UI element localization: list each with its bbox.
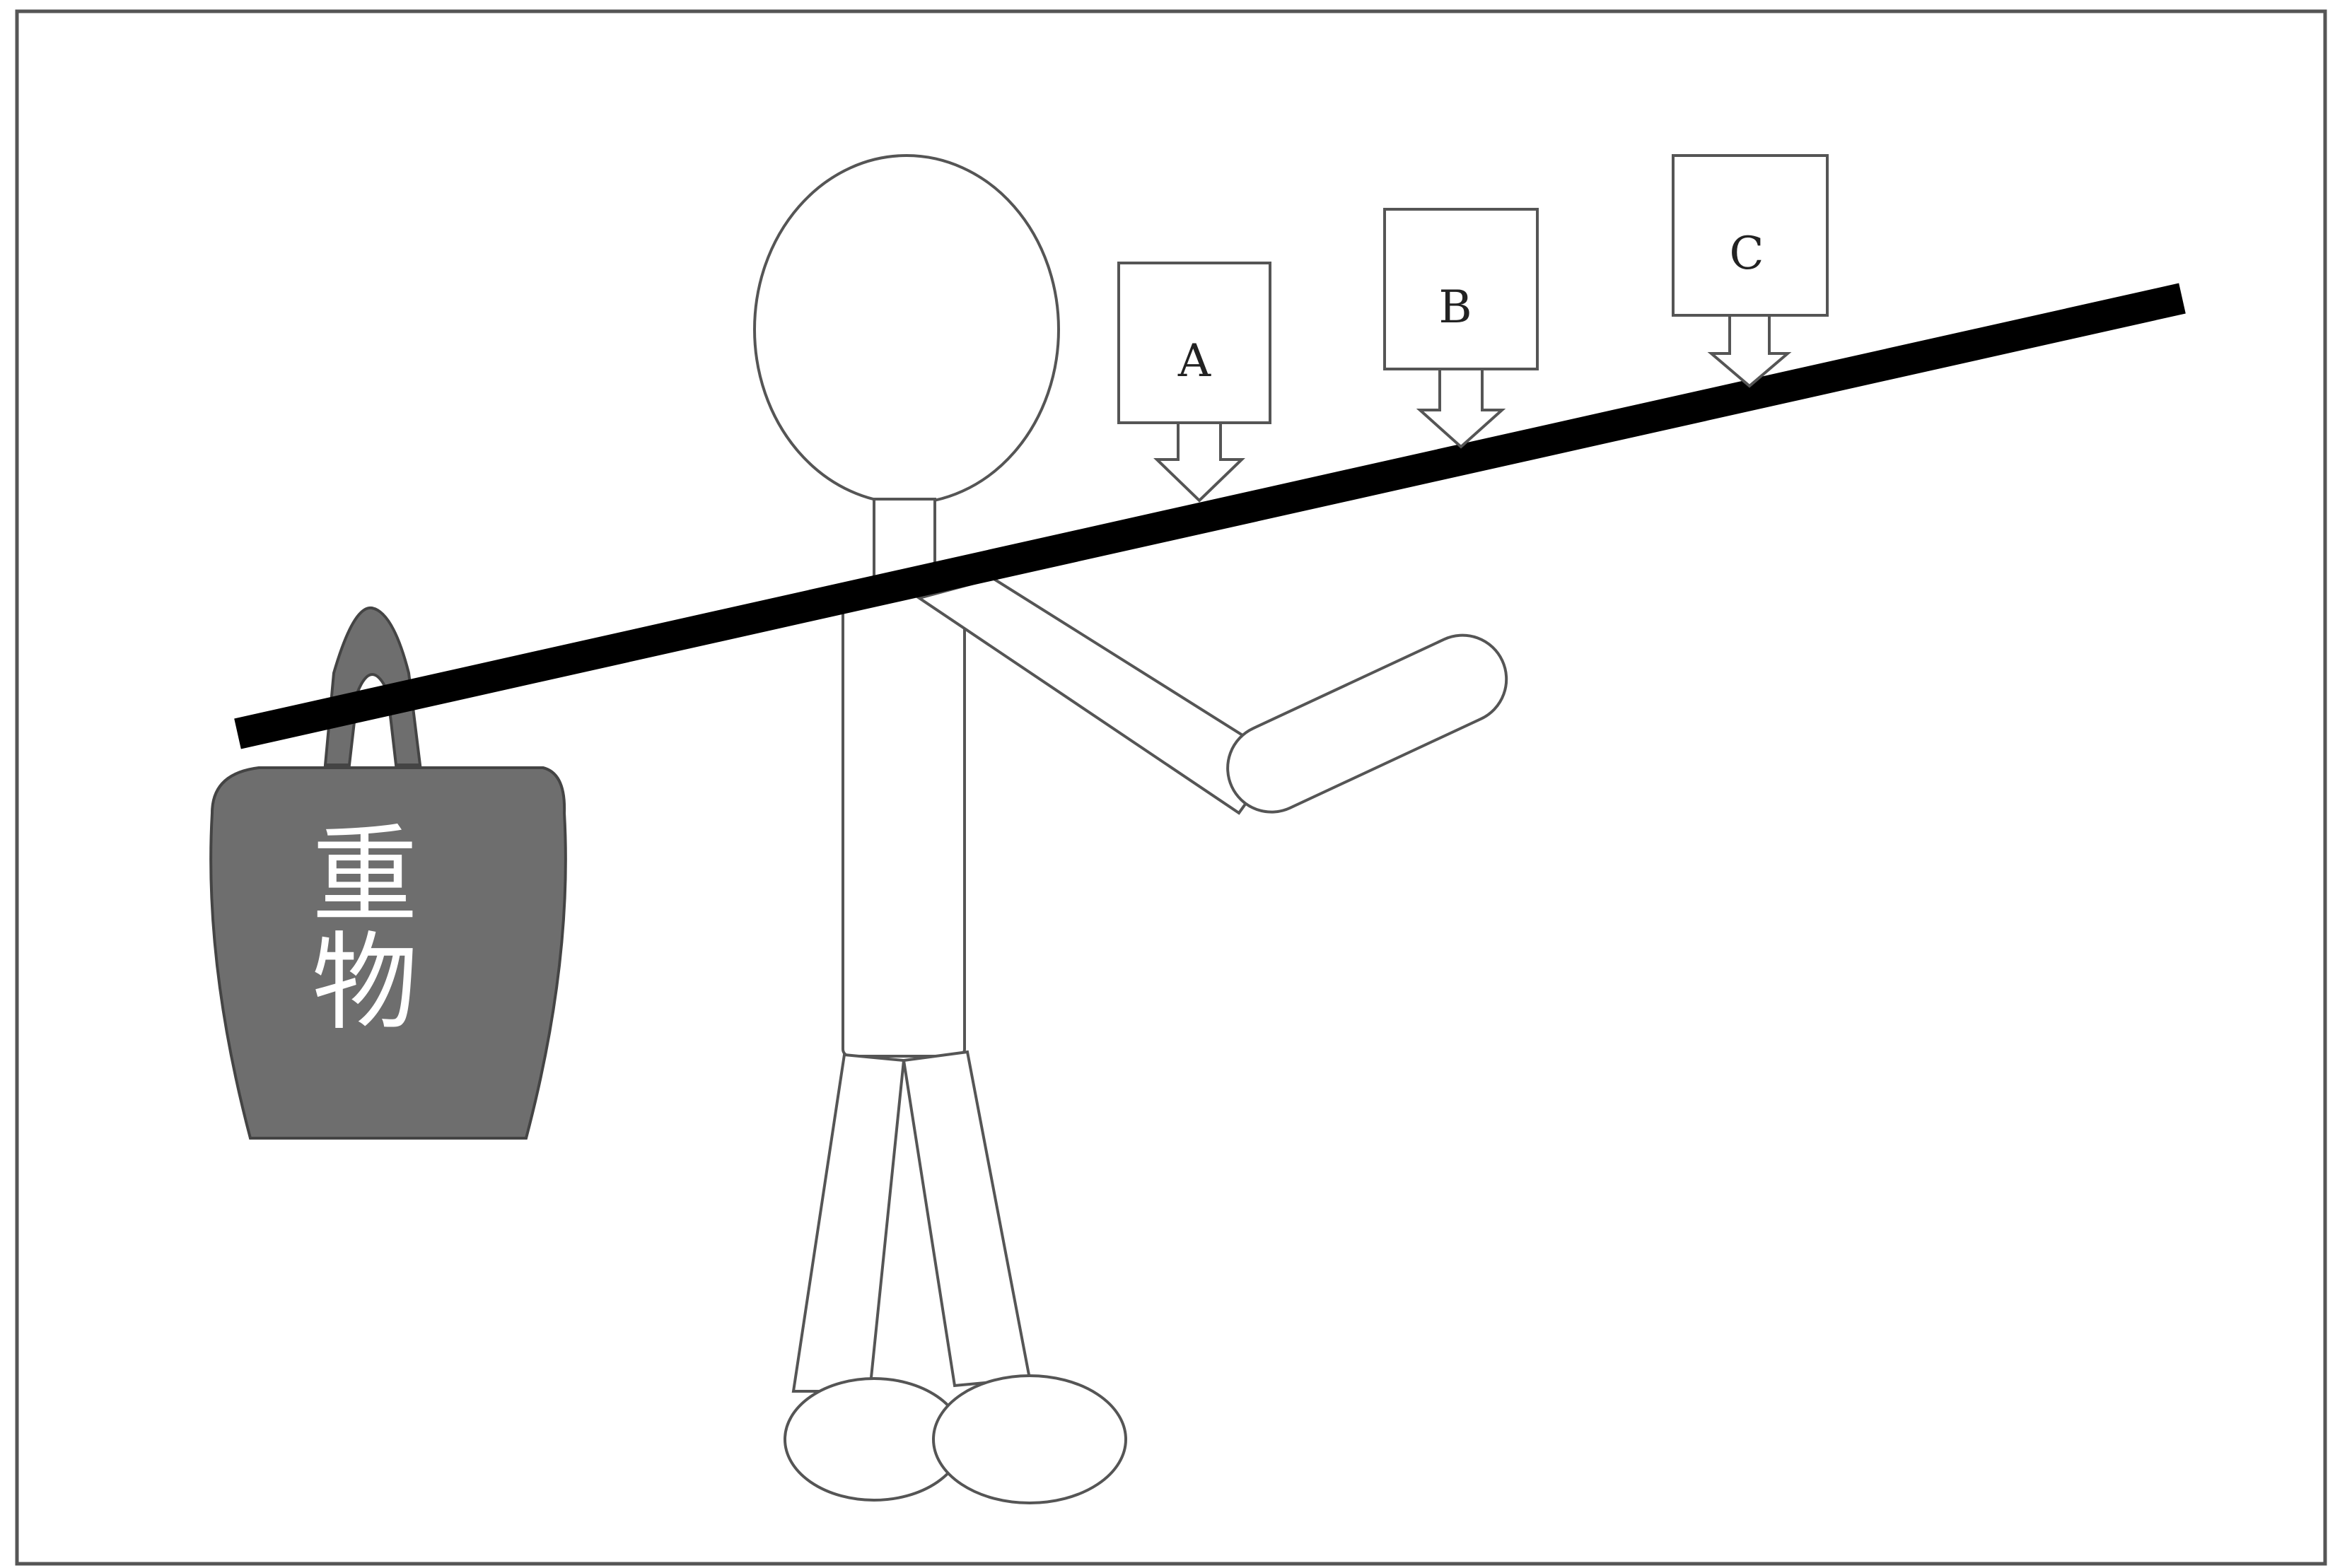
person-right-foot xyxy=(932,1374,1127,1504)
callout-b: B xyxy=(1383,208,1539,449)
callout-c-label: C xyxy=(1730,228,1764,280)
weight-label-line1: 重 xyxy=(312,814,418,937)
callout-a-arrow xyxy=(1153,421,1245,503)
callout-b-arrow xyxy=(1416,368,1506,449)
callout-c: C xyxy=(1672,154,1829,388)
callout-c-box xyxy=(1672,154,1829,317)
callout-b-label: B xyxy=(1438,281,1472,334)
weight-bag xyxy=(209,766,567,1140)
weight-label-line2: 物 xyxy=(312,922,418,1045)
person-forearm xyxy=(1226,633,1508,814)
weight-handle xyxy=(323,606,422,766)
person-torso xyxy=(842,590,966,1058)
callout-a: A xyxy=(1117,262,1271,503)
callout-a-label: A xyxy=(1177,335,1211,387)
callout-b-box xyxy=(1383,208,1539,370)
person-head xyxy=(753,154,1060,505)
callout-c-arrow xyxy=(1707,314,1792,388)
carrying-pole xyxy=(234,283,2186,749)
